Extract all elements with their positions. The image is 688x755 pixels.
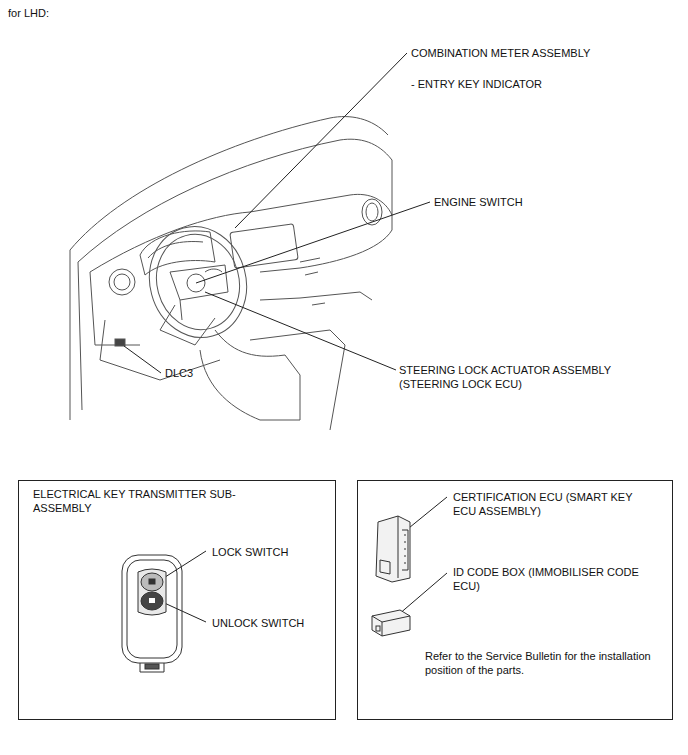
id-code-box-drawing: [372, 610, 410, 636]
part-panel: CERTIFICATION ECU (SMART KEY ECU ASSEMBL…: [357, 480, 673, 720]
part-label: COMBINATION METER ASSEMBLY: [411, 46, 671, 60]
key-fob-drawing: [122, 555, 182, 672]
panel-heading: CERTIFICATION ECU (SMART KEY ECU ASSEMBL…: [453, 490, 658, 519]
part-label: LOCK SWITCH: [212, 545, 322, 559]
ecu-drawing: [376, 516, 410, 582]
leader-lines: [124, 53, 447, 622]
part-label: for LHD:: [8, 6, 128, 20]
part-label: DLC3: [165, 366, 225, 380]
part-label: UNLOCK SWITCH: [212, 616, 330, 630]
part-label: - ENTRY KEY INDICATOR: [411, 77, 651, 91]
part-panel: ELECTRICAL KEY TRANSMITTER SUB-ASSEMBLY L…: [18, 480, 336, 720]
panel-heading: ELECTRICAL KEY TRANSMITTER SUB-ASSEMBLY: [33, 487, 253, 516]
part-label: ENGINE SWITCH: [434, 195, 634, 209]
part-label: STEERING LOCK ACTUATOR ASSEMBLY (STEERIN…: [399, 363, 614, 392]
part-label: Refer to the Service Bulletin for the in…: [425, 649, 655, 678]
part-label: ID CODE BOX (IMMOBILISER CODE ECU): [453, 565, 653, 594]
dashboard-drawing: [70, 117, 392, 430]
